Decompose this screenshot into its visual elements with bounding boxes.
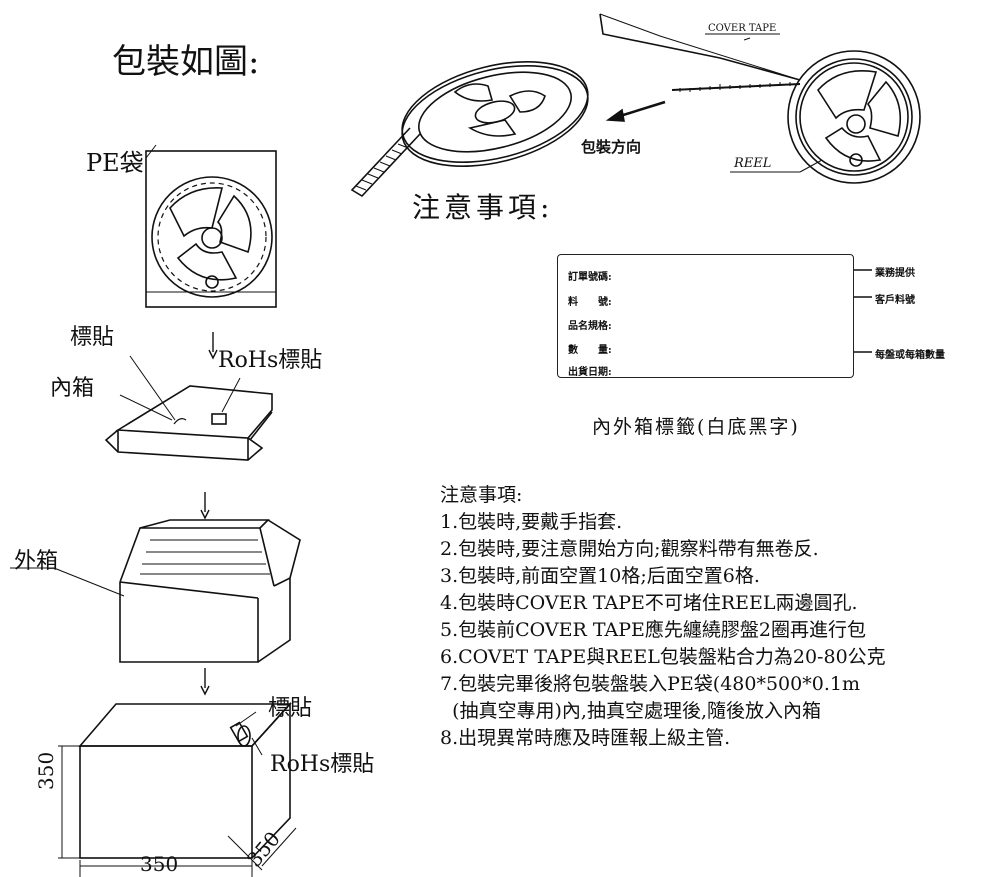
- note-customer-part: 客戶料號: [875, 295, 915, 306]
- note-item: 4.包裝時COVER TAPE不可堵住REEL兩邊圓孔.: [440, 592, 858, 614]
- pe-bag-drawing: [145, 144, 277, 308]
- reel-label: REEL: [734, 156, 772, 171]
- note-item: 1.包裝時,要戴手指套.: [440, 511, 623, 533]
- cover-tape-drawing: [599, 13, 801, 92]
- note-item: (抽真空專用)內,抽真空處理後,隨後放入內箱: [440, 700, 821, 722]
- note-item: 6.COVET TAPE與REEL包裝盤粘合力為20-80公克: [440, 646, 886, 668]
- notes-heading: 注意事項:: [440, 484, 523, 506]
- note-item: 5.包裝前COVER TAPE應先纏繞膠盤2圈再進行包: [440, 619, 866, 641]
- inner-box-label: 內箱: [50, 376, 95, 401]
- caution-heading: 注意事項:: [412, 191, 554, 224]
- outer-box-label: 外箱: [14, 549, 59, 574]
- tilted-reel-drawing: [350, 60, 589, 198]
- box-label-card: 訂單號碼: 料 號: 品名規格: 數 量: 出貨日期:: [557, 254, 854, 378]
- rohs-label-2: RoHs標貼: [270, 752, 375, 777]
- outer-box-drawing: [10, 519, 301, 663]
- label-ship-date: 出貨日期:: [568, 367, 612, 378]
- dimension-width: 350: [140, 852, 179, 876]
- rohs-label-1: RoHs標貼: [218, 348, 323, 373]
- step-arrows: [200, 332, 218, 696]
- label-spec: 品名規格:: [568, 321, 612, 332]
- sticker-label-2: 標貼: [268, 696, 313, 721]
- label-quantity: 數 量:: [568, 345, 612, 356]
- page-title: 包裝如圖:: [112, 42, 260, 82]
- notes-block: 注意事項: 1.包裝時,要戴手指套. 2.包裝時,要注意開始方向;觀察料帶有無卷…: [440, 482, 886, 752]
- packing-direction-label: 包裝方向: [581, 138, 642, 156]
- label-card-leaders: [852, 269, 872, 353]
- note-item: 3.包裝時,前面空置10格;后面空置6格.: [440, 565, 760, 587]
- label-part-number: 料 號:: [568, 297, 612, 308]
- note-item: 7.包裝完畢後將包裝盤裝入PE袋(480*500*0.1m: [440, 673, 860, 695]
- note-item: 8.出現異常時應及時匯報上級主管.: [440, 727, 731, 749]
- note-sales-provided: 業務提供: [875, 268, 915, 279]
- label-card-caption: 內外箱標籤(白底黑字): [592, 416, 800, 438]
- packing-direction-arrow: [605, 100, 666, 122]
- cover-tape-label: COVER TAPE: [708, 23, 777, 34]
- sealed-carton-drawing: [58, 701, 297, 877]
- note-qty-per-reel: 每盤或每箱數量: [875, 350, 945, 361]
- front-reel-drawing: [730, 50, 921, 184]
- inner-box-drawing: [104, 355, 273, 461]
- note-item: 2.包裝時,要注意開始方向;觀察料帶有無卷反.: [440, 538, 819, 560]
- sticker-label-1: 標貼: [70, 325, 115, 350]
- dimension-height: 350: [34, 751, 58, 790]
- label-order-number: 訂單號碼:: [568, 272, 612, 283]
- pe-bag-label: PE袋: [86, 149, 144, 177]
